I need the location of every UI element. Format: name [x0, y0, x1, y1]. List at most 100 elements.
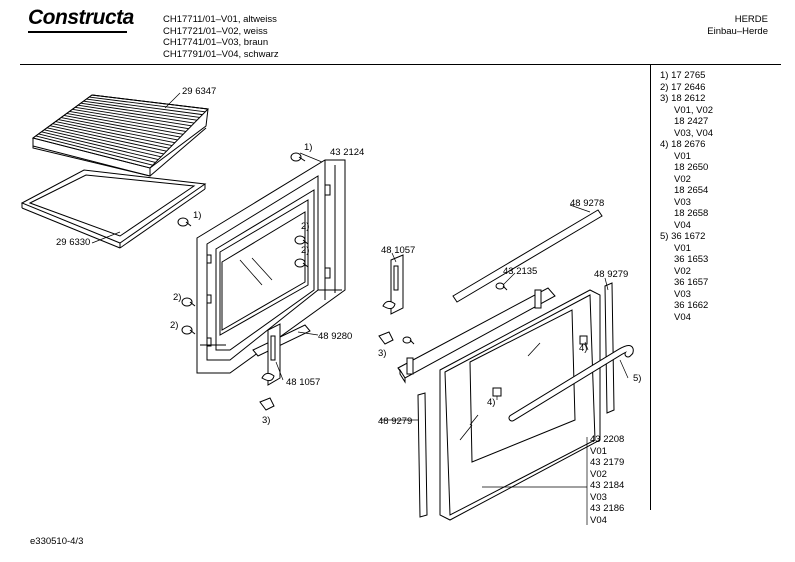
rack-bar	[52, 123, 170, 149]
screw	[181, 325, 196, 335]
variant-line: 43 2179	[590, 457, 625, 468]
label-rack: 29 6347	[182, 86, 217, 97]
category-line: Einbau–Herde	[707, 25, 768, 37]
parts-list-item: 18 2650	[674, 162, 709, 173]
rack-bar	[58, 119, 175, 144]
rack-bar	[44, 129, 162, 158]
brand-logo: Constructa	[28, 6, 134, 29]
label-ref-2: 2)	[170, 320, 179, 331]
hinge-left	[378, 254, 404, 345]
label-ref-2: 2)	[301, 245, 310, 256]
rack-bar	[83, 100, 200, 118]
rack-bar	[80, 102, 198, 121]
parts-list-item: V03	[674, 196, 691, 208]
variant-line: 43 2186	[590, 503, 625, 514]
screw	[495, 282, 508, 291]
oven-rack	[31, 94, 210, 177]
category-label: HERDE Einbau–Herde	[707, 14, 768, 37]
label-frame: 43 2124	[330, 147, 365, 158]
door-bracket	[397, 287, 556, 384]
label-seal-short: 48 9280	[318, 331, 353, 342]
oven-frame	[196, 159, 346, 374]
rack-bar	[61, 117, 178, 141]
door-variants-list: 43 2208 V01 43 2179 V02 43 2184 V03 43 2…	[590, 434, 624, 526]
parts-list-item: 18 2654	[674, 185, 709, 196]
rack-bar	[55, 121, 173, 146]
label-ref-1: 1)	[304, 142, 313, 153]
label-door-bracket: 43 2135	[503, 266, 538, 277]
parts-list-item: V04	[674, 311, 691, 323]
label-ref-2: 2)	[173, 292, 182, 303]
header-divider	[20, 64, 781, 65]
model-line: CH17741/01–V03, braun	[163, 37, 269, 48]
variant-line: V02	[590, 468, 607, 480]
parts-list-item: 4) 18 2676	[660, 139, 706, 150]
seal-short	[252, 324, 311, 357]
oven-door	[439, 289, 601, 521]
screw-group	[177, 152, 508, 345]
label-ref-4: 4)	[579, 343, 588, 354]
rack-bar	[41, 131, 159, 161]
rack-bar	[32, 137, 151, 169]
screw	[181, 297, 196, 307]
parts-list-item: 5) 36 1672	[660, 231, 706, 242]
baking-tray	[20, 169, 207, 249]
parts-list-item: V01	[674, 150, 691, 162]
variant-line: V01	[590, 445, 607, 457]
strip-top	[452, 209, 603, 303]
label-ref-3: 3)	[378, 348, 387, 359]
rack-bar	[69, 110, 186, 132]
label-ref-1: 1)	[193, 210, 202, 221]
parts-list-item: 1) 17 2765	[660, 70, 706, 81]
rack-bar	[49, 125, 167, 152]
rack-bar	[86, 98, 203, 116]
model-list: CH17711/01–V01, altweiss CH17721/01–V02,…	[163, 14, 279, 60]
parts-list-item: 36 1657	[674, 277, 709, 288]
strip-right	[604, 282, 615, 414]
parts-list-item: 36 1662	[674, 300, 709, 311]
label-hinge-left: 48 1057	[381, 245, 416, 256]
rack-bar	[63, 115, 181, 138]
rack-bar	[35, 135, 153, 166]
screw	[402, 336, 415, 345]
variant-line: V04	[590, 514, 607, 526]
label-strip-right: 48 9279	[594, 269, 629, 280]
screw	[290, 152, 306, 162]
parts-list-item: V02	[674, 265, 691, 277]
parts-list-item: 18 2427	[674, 116, 709, 127]
parts-list-item: V03, V04	[674, 127, 714, 139]
rack-bar	[77, 104, 195, 124]
model-line: CH17791/01–V04, schwarz	[163, 48, 279, 60]
category-line: HERDE	[734, 14, 768, 25]
parts-list-item: V01, V02	[674, 104, 714, 116]
label-strip-left: 48 9279	[378, 416, 413, 427]
model-line: CH17711/01–V01, altweiss	[163, 14, 277, 25]
leader-lines	[91, 92, 629, 525]
strip-left	[417, 392, 428, 518]
rack-bar	[91, 94, 209, 110]
parts-list-item: V01	[674, 242, 691, 254]
label-tray: 29 6330	[56, 237, 91, 248]
label-strip-top: 48 9278	[570, 198, 605, 209]
label-hinge-bottom: 48 1057	[286, 377, 321, 388]
door-handle	[508, 345, 634, 422]
parts-list-item: V03	[674, 288, 691, 300]
label-ref-5: 5)	[633, 373, 642, 384]
parts-list-item: 18 2658	[674, 208, 709, 219]
label-ref-4: 4)	[487, 397, 496, 408]
brand-underline	[28, 31, 127, 33]
parts-list-item: V02	[674, 173, 691, 185]
variant-line: 43 2208	[590, 434, 625, 445]
model-line: CH17721/01–V02, weiss	[163, 25, 268, 37]
parts-list-item: V04	[674, 219, 691, 231]
parts-list-item: 3) 18 2612	[660, 93, 706, 104]
parts-list-item: 2) 17 2646	[660, 81, 706, 93]
rack-bar	[75, 106, 192, 127]
label-ref-3: 3)	[262, 415, 271, 426]
parts-list-item: 36 1653	[674, 254, 709, 265]
screw	[294, 258, 309, 268]
hinge-bottom	[259, 323, 281, 411]
screw	[294, 235, 309, 245]
